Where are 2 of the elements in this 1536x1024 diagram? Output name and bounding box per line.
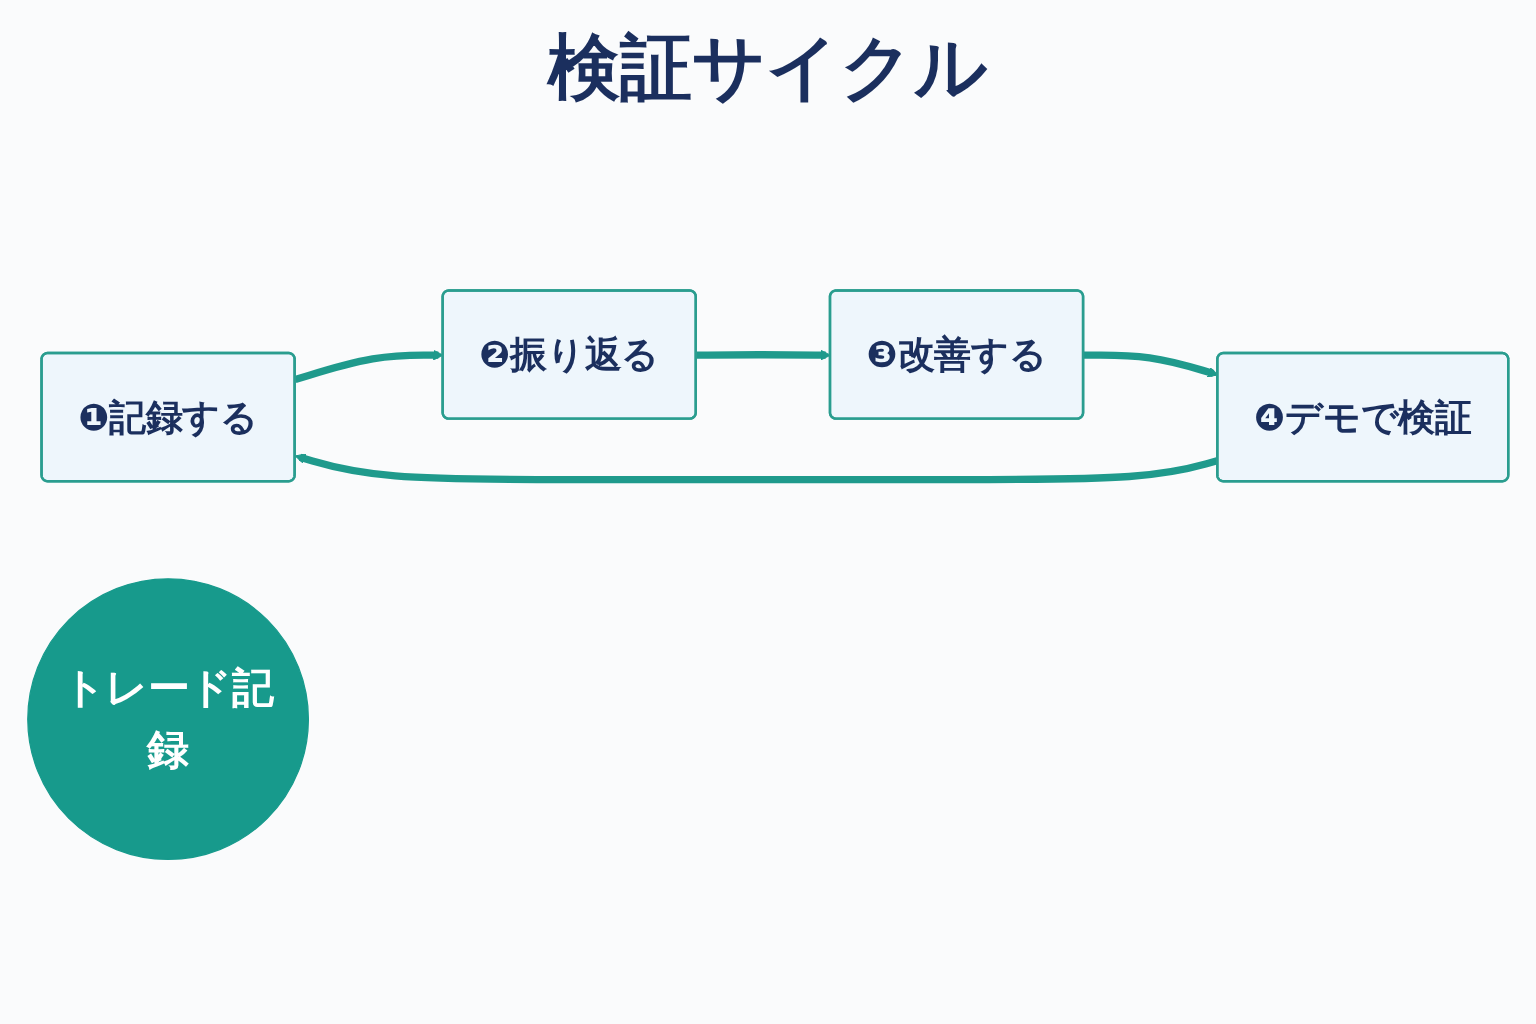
diagram-title: 検証サイクル xyxy=(545,24,989,111)
node-circle: トレード記録 xyxy=(27,578,310,861)
